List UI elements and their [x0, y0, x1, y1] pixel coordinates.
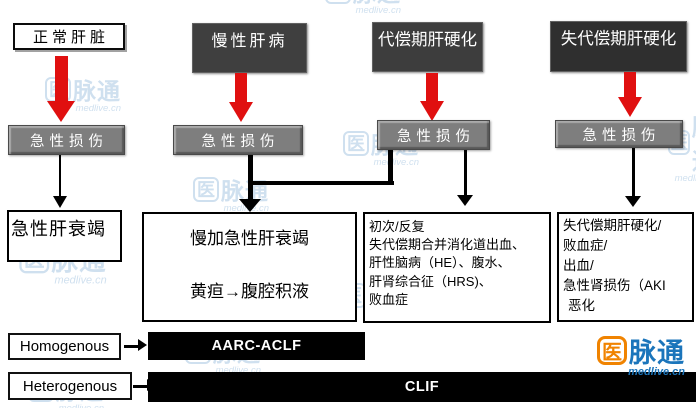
watermark-icon: 医 — [193, 176, 219, 202]
outcome-text-line: 败血症/ — [563, 238, 608, 253]
red-down-arrow — [47, 56, 75, 122]
outcome-text-line: 初次/反复 — [369, 219, 425, 234]
bar-aarc-aclf: AARC-ACLF — [148, 332, 365, 360]
outcome-text-line: 出血/ — [563, 258, 594, 273]
heterogenous-label: Heterogenous — [22, 377, 118, 395]
medlive-logo-text: 脉通 — [629, 338, 685, 368]
box-compensated-outcome: 初次/反复 失代偿期合并消化道出血、 肝性脑病（HE）、腹水、 肝肾综合征（HR… — [363, 212, 551, 323]
bar-clif: CLIF — [148, 372, 696, 402]
aarc-aclf-label: AARC-ACLF — [211, 338, 302, 354]
red-down-arrow — [229, 73, 253, 122]
box-decompensated-cirrhosis: 失代偿期肝硬化 — [550, 21, 687, 72]
watermark-icon: 医 — [325, 0, 351, 4]
box-acute-liver-failure: 急性肝衰竭 — [7, 210, 122, 262]
box-compensated-cirrhosis: 代偿期肝硬化 — [372, 22, 483, 72]
box-acute-injury-2: 急性损伤 — [173, 125, 303, 155]
box-acute-injury-3: 急性损伤 — [377, 120, 490, 150]
medlive-logo: 医 脉通 medlive.cn — [597, 331, 685, 378]
red-down-arrow — [618, 72, 642, 117]
box-aclf: 慢加急性肝衰竭 黄疸→腹腔积液 — [142, 212, 357, 322]
down-arrow — [625, 148, 641, 207]
elbow-connector-vertical — [388, 150, 393, 185]
outcome-text-line: 急性肾损伤（AKI — [563, 278, 666, 293]
acute-injury-label: 急性损伤 — [397, 128, 475, 145]
watermark: 医脉通 medlive.cn — [325, 0, 401, 16]
outcome-text-line: 败血症 — [369, 291, 409, 307]
box-acute-injury-1: 急性损伤 — [8, 125, 125, 155]
box-decompensated-outcome: 失代偿期肝硬化/ 败血症/ 出血/ 急性肾损伤（AKI 恶化 — [557, 212, 694, 322]
acute-injury-label: 急性损伤 — [30, 133, 108, 150]
aclf-subtitle: 黄疸→腹腔积液 — [190, 282, 309, 301]
outcome-text-line: 肝性脑病（HE）、腹水、 — [369, 255, 511, 271]
acute-injury-label: 急性损伤 — [582, 127, 661, 144]
box-decompensated-cirrhosis-label: 失代偿期肝硬化 — [560, 30, 677, 48]
outcome-text-line: 失代偿期肝硬化/ — [563, 218, 662, 233]
box-compensated-cirrhosis-label: 代偿期肝硬化 — [378, 31, 477, 49]
medlive-logo-icon: 医 — [597, 336, 627, 365]
medlive-logo-domain: medlive.cn — [628, 366, 685, 378]
clif-label: CLIF — [404, 379, 440, 395]
homogenous-label: Homogenous — [19, 338, 110, 355]
box-normal-liver-label: 正常肝脏 — [32, 29, 109, 46]
right-arrow — [124, 339, 147, 353]
down-arrow-thick — [239, 155, 261, 212]
elbow-connector-horizontal — [248, 181, 394, 185]
box-acute-injury-4: 急性损伤 — [555, 120, 683, 148]
down-arrow — [457, 150, 473, 206]
acute-liver-failure-label: 急性肝衰竭 — [11, 219, 106, 239]
box-homogenous: Homogenous — [8, 333, 121, 360]
outcome-text-line: 肝肾综合征（HRS)、 — [369, 273, 492, 289]
box-heterogenous: Heterogenous — [8, 372, 132, 400]
red-down-arrow — [420, 73, 444, 121]
outcome-text-line: 恶化 — [568, 298, 595, 313]
down-arrow — [53, 155, 67, 208]
box-chronic-liver-disease: 慢性肝病 — [192, 23, 307, 73]
box-normal-liver: 正常肝脏 — [13, 23, 125, 50]
watermark-icon: 医 — [343, 130, 369, 156]
aclf-title: 慢加急性肝衰竭 — [190, 229, 309, 248]
box-chronic-liver-disease-label: 慢性肝病 — [211, 33, 288, 50]
outcome-text-line: 失代偿期合并消化道出血、 — [369, 237, 526, 253]
acute-injury-label: 急性损伤 — [201, 133, 280, 150]
